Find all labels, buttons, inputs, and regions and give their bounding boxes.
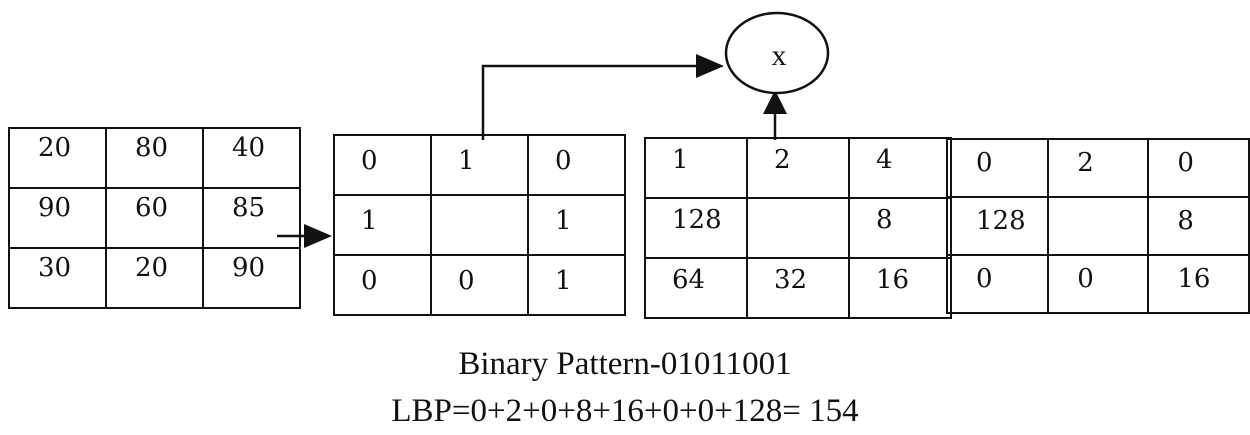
- grid-cell: 0: [945, 254, 1050, 314]
- grid-cell: [430, 194, 529, 256]
- grid-cell: 1: [644, 137, 748, 199]
- arrow-input-to-binary: [277, 224, 332, 248]
- grid-cell: 20: [8, 127, 107, 189]
- grid-cell: 128: [945, 196, 1050, 256]
- grid-row: 0 1 0: [333, 134, 626, 196]
- grid-cell: 0: [333, 134, 432, 196]
- grid-cell: [746, 197, 850, 259]
- grid-row: 64 32 16: [644, 257, 952, 319]
- grid-cell: 40: [202, 127, 301, 189]
- grid-cell: [1047, 196, 1150, 256]
- grid-cell: 0: [333, 254, 432, 316]
- grid-cell: 64: [644, 257, 748, 319]
- grid-cell: 90: [8, 187, 107, 249]
- grid-cell: 8: [1147, 196, 1250, 256]
- grid-row: 1 2 4: [644, 137, 952, 199]
- grid-cell: 1: [333, 194, 432, 256]
- grid-cell: 1: [430, 134, 529, 196]
- lbp-formula-caption: LBP=0+2+0+8+16+0+0+128= 154: [391, 393, 859, 429]
- grid-row: 30 20 90: [8, 247, 301, 309]
- arrow-weights-to-multiply: [763, 90, 787, 140]
- grid-cell: 0: [527, 134, 626, 196]
- grid-cell: 30: [8, 247, 107, 309]
- grid-row: 20 80 40: [8, 127, 301, 189]
- grid-cell: 1: [527, 194, 626, 256]
- grid-row: 0 2 0: [945, 138, 1250, 198]
- binary-threshold-grid: 0 1 0 1 1 0 0 1: [333, 134, 626, 316]
- grid-cell: 4: [848, 137, 952, 199]
- grid-cell: 90: [202, 247, 301, 309]
- arrow-binary-to-multiply: [481, 54, 724, 140]
- grid-cell: 0: [1147, 138, 1250, 198]
- binary-pattern-caption: Binary Pattern-01011001: [458, 346, 792, 382]
- grid-cell: 85: [202, 187, 301, 249]
- multiply-node: x: [724, 11, 830, 95]
- product-grid: 0 2 0 128 8 0 0 16: [945, 138, 1250, 314]
- grid-row: 90 60 85: [8, 187, 301, 249]
- grid-row: 128 8: [945, 196, 1250, 256]
- grid-row: 0 0 1: [333, 254, 626, 316]
- grid-cell: 0: [1047, 254, 1150, 314]
- grid-cell: 128: [644, 197, 748, 259]
- grid-cell: 60: [105, 187, 204, 249]
- grid-cell: 20: [105, 247, 204, 309]
- multiply-symbol: x: [772, 39, 787, 72]
- grid-row: 0 0 16: [945, 254, 1250, 314]
- input-pixel-grid: 20 80 40 90 60 85 30 20 90: [8, 127, 301, 309]
- grid-cell: 0: [430, 254, 529, 316]
- grid-cell: 80: [105, 127, 204, 189]
- grid-cell: 16: [1147, 254, 1250, 314]
- grid-cell: 0: [945, 138, 1050, 198]
- grid-cell: 2: [746, 137, 850, 199]
- grid-row: 1 1: [333, 194, 626, 256]
- grid-cell: 32: [746, 257, 850, 319]
- grid-cell: 1: [527, 254, 626, 316]
- grid-cell: 2: [1047, 138, 1150, 198]
